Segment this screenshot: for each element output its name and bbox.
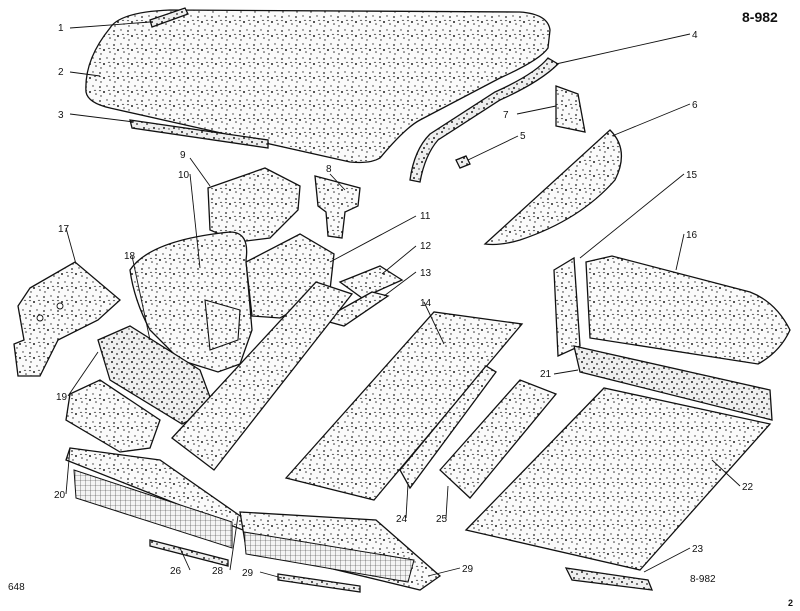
callout-11: 19 <box>56 392 68 403</box>
part-29-bottom-strip <box>149 539 229 567</box>
part-19-panel <box>439 379 558 499</box>
footer-figure-ref: 8-982 <box>690 574 716 585</box>
part-15-panel <box>338 265 404 299</box>
callout-18: 24 <box>396 514 408 525</box>
callout-13: 17 <box>58 224 70 235</box>
leader-lines <box>65 21 741 579</box>
callout-19: 25 <box>436 514 448 525</box>
part-21-floor-carpet <box>464 387 772 571</box>
part-10-side-trim <box>129 231 253 373</box>
part-17-carpet <box>284 311 524 501</box>
part-2-molding <box>129 119 269 149</box>
callout-10: 10 <box>178 170 190 181</box>
part-14-mesh <box>73 469 233 549</box>
callout-9: 9 <box>180 150 186 161</box>
callout-7: 8 <box>326 164 332 175</box>
callout-28: 29 <box>242 568 254 579</box>
headliner-panel <box>85 9 551 164</box>
callout-16: 13 <box>420 268 432 279</box>
figure-ref-top: 8-982 <box>742 9 778 25</box>
floor-carpet-front <box>171 281 354 471</box>
part-9-panel <box>207 167 301 243</box>
callout-24: 15 <box>686 170 698 181</box>
callout-26: 28 <box>212 566 224 577</box>
callout-25: 29 <box>462 564 474 575</box>
callout-14: 20 <box>54 490 66 501</box>
callout-29-top: 7 <box>503 110 509 121</box>
callout-12: 18 <box>124 251 136 262</box>
part-16-panel <box>320 291 390 327</box>
part-28-strip <box>277 573 361 593</box>
part-25-mesh <box>243 531 415 583</box>
callout-2: 3 <box>58 110 64 121</box>
callout-15: 12 <box>420 241 432 252</box>
part-24-panel <box>553 256 581 357</box>
part-18-panel <box>399 365 497 490</box>
callout-5: 5 <box>520 131 526 142</box>
callout-3: 1 <box>58 23 64 34</box>
part-7-panel <box>314 175 361 239</box>
part-13-panel <box>13 261 121 377</box>
part-23-panel <box>585 255 791 365</box>
part-3-strip <box>149 7 189 28</box>
part-11-panel <box>65 379 161 453</box>
callout-21: 22 <box>742 482 754 493</box>
callout-29-bottom: 26 <box>170 566 182 577</box>
callout-8: 11 <box>420 211 431 222</box>
part-4-molding <box>409 57 560 183</box>
footer-left-number: 648 <box>8 582 25 593</box>
callout-1: 2 <box>58 67 64 78</box>
part-22-strip <box>573 345 773 421</box>
callout-22: 21 <box>540 369 552 380</box>
page-number: 2 <box>788 598 793 608</box>
callout-6: 6 <box>692 100 698 111</box>
callout-labels: 1 2 3 4 5 6 7 8 9 10 11 12 13 14 15 16 1… <box>54 23 754 579</box>
part-20-edge-strip <box>564 567 654 591</box>
callout-17: 14 <box>420 298 432 309</box>
callout-20: 23 <box>692 544 704 555</box>
part-5-clip <box>455 155 471 169</box>
callout-4: 4 <box>692 30 698 41</box>
part-10-inner-edge <box>204 299 241 351</box>
callout-23: 16 <box>686 230 698 241</box>
part-29-top-panel <box>555 85 586 133</box>
part-6-parcel-shelf <box>483 129 622 246</box>
